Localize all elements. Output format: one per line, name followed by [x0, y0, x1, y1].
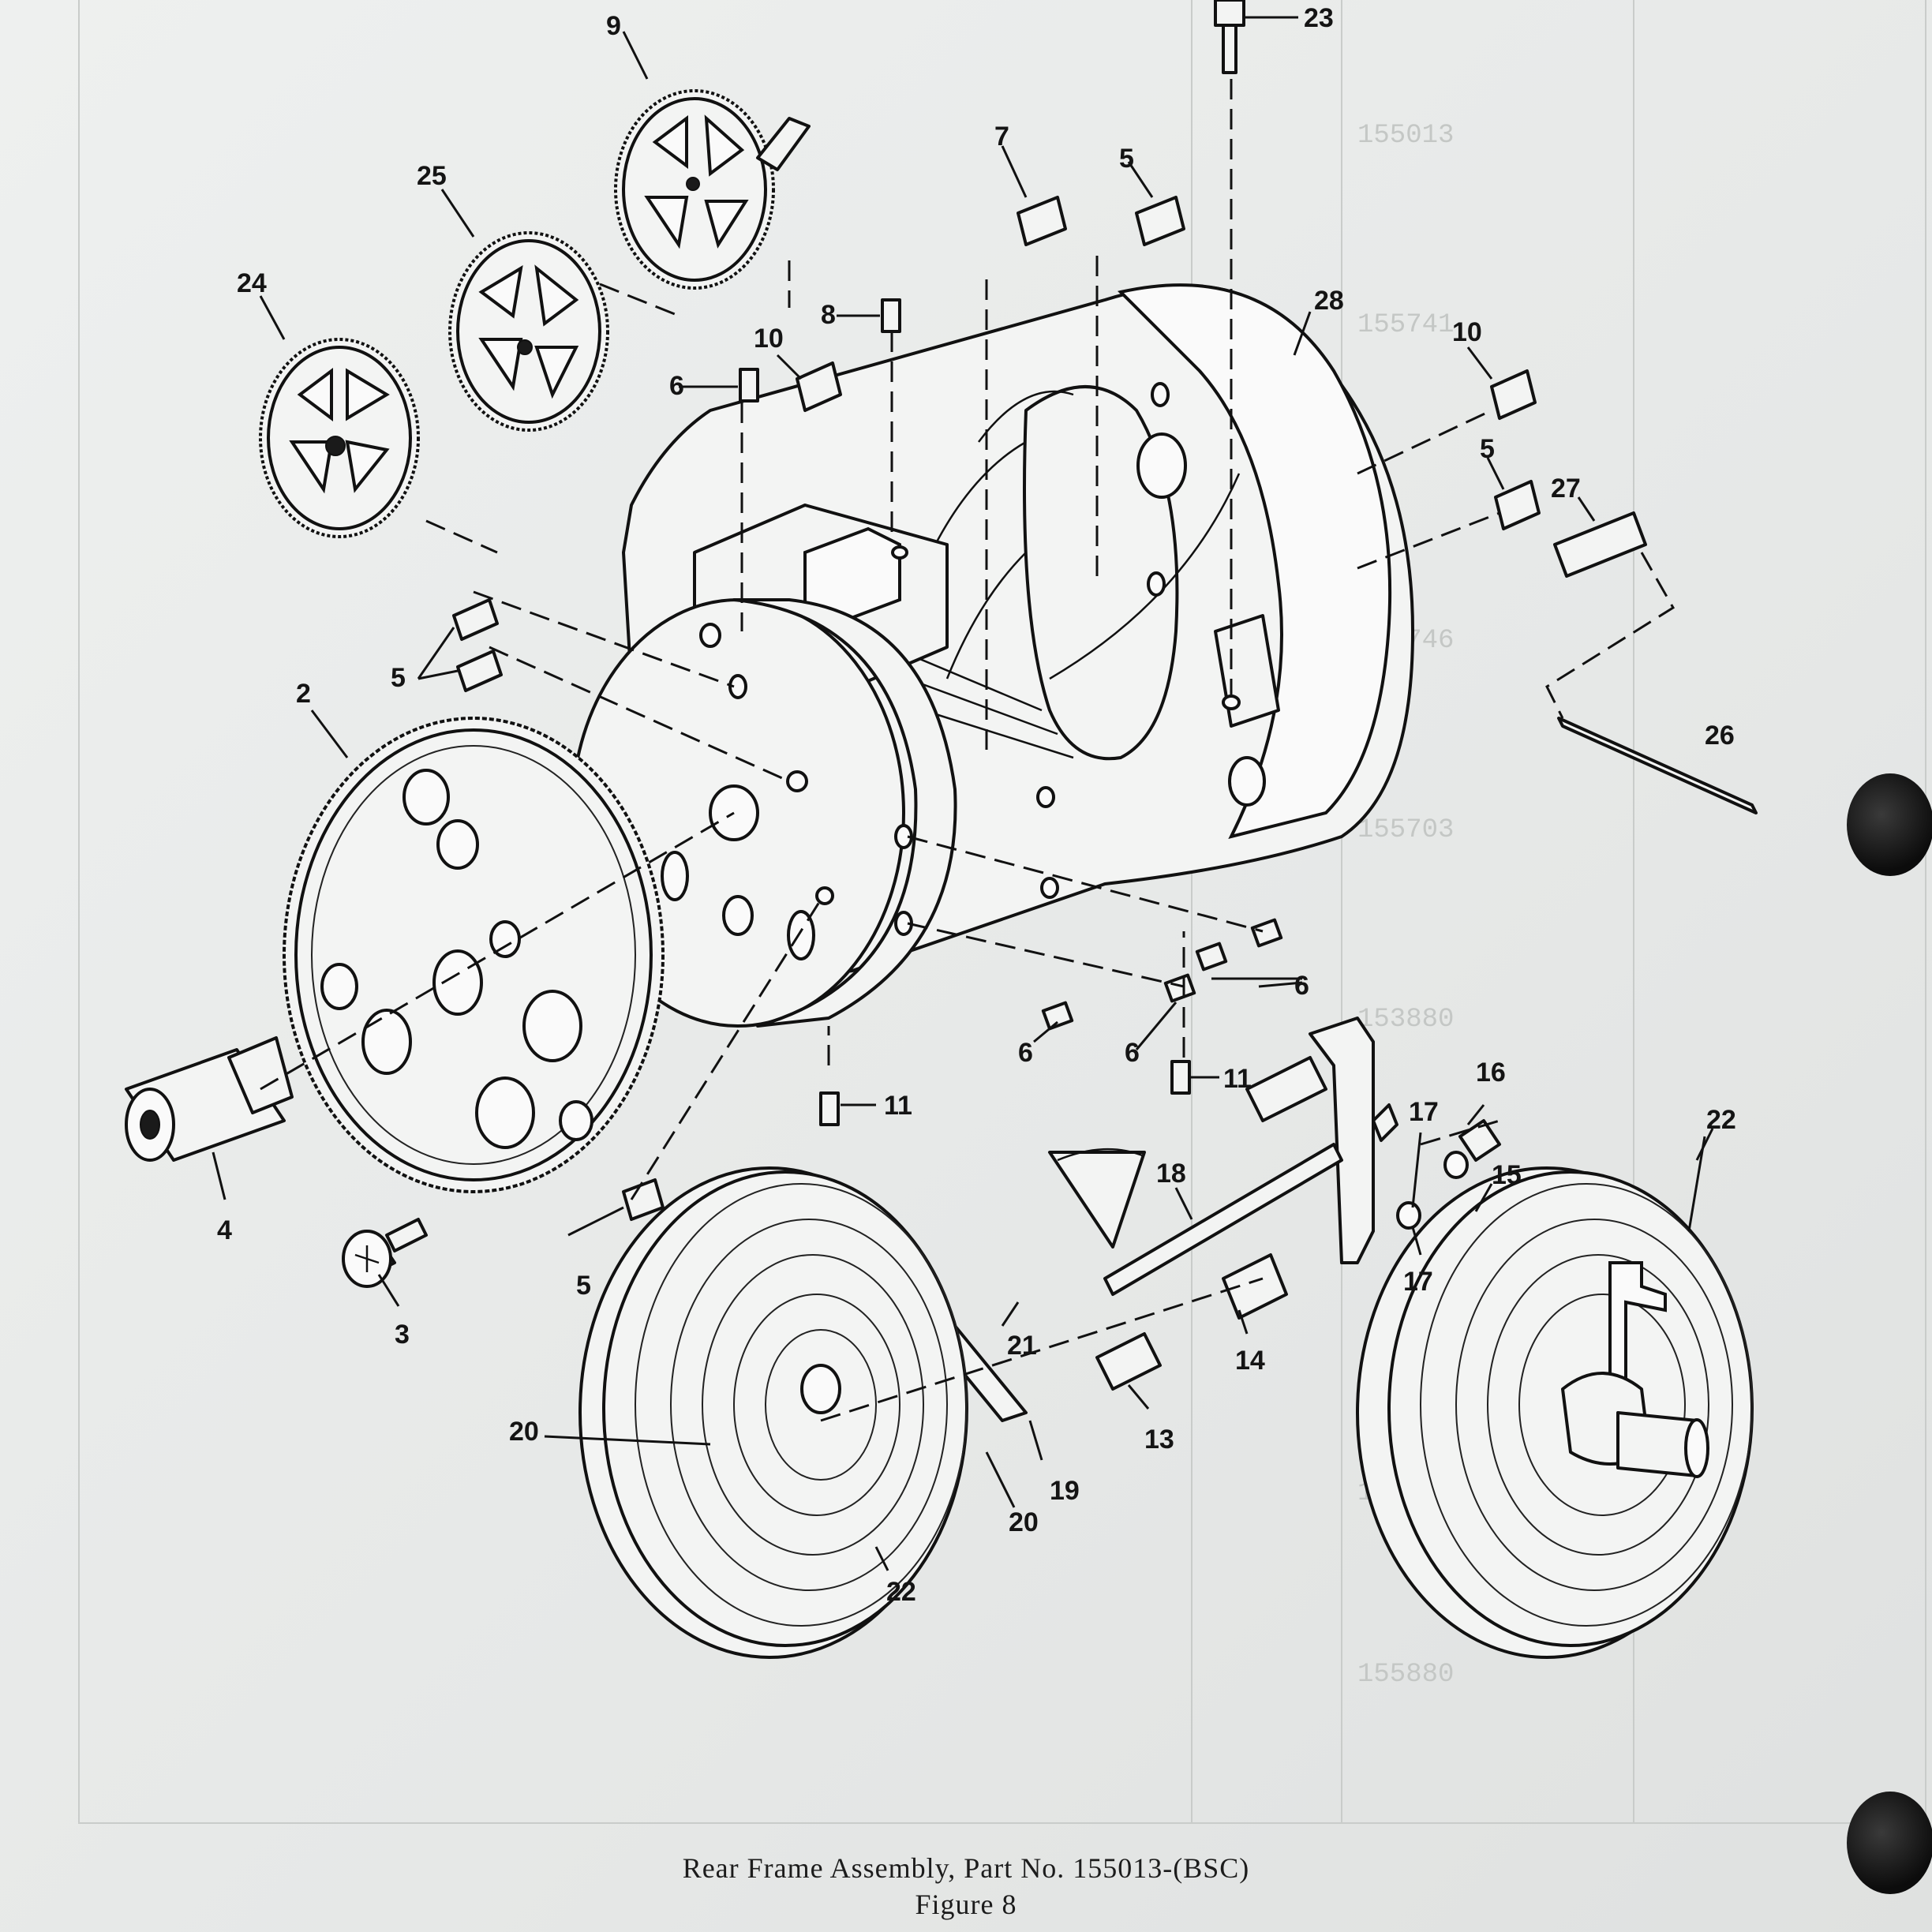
wheel-left-part-22	[578, 1166, 968, 1659]
callout-17-low: 17	[1403, 1267, 1433, 1297]
binder-hole-top	[1847, 773, 1932, 876]
callout-2: 2	[296, 679, 311, 709]
drive-gear-part-2	[283, 717, 665, 1193]
svg-text:155013: 155013	[1357, 121, 1454, 151]
callout-16: 16	[1476, 1058, 1506, 1088]
callout-15: 15	[1492, 1160, 1522, 1190]
callout-22-right: 22	[1706, 1105, 1736, 1135]
wheel-right-part-22	[1356, 1166, 1754, 1659]
figure-number: Figure 8	[915, 1889, 1017, 1920]
svg-text:153880: 153880	[1357, 1005, 1454, 1035]
callout-6-right: 6	[1294, 971, 1309, 1001]
callout-24: 24	[237, 268, 267, 298]
callout-19: 19	[1050, 1476, 1080, 1506]
callout-13: 13	[1144, 1425, 1174, 1455]
callout-labels: 9 23 25 7 5 24 8 10 28 10 6 5 27 5 2 26 …	[217, 3, 1736, 1607]
rear-frame-part-28	[571, 283, 1414, 1028]
callout-8: 8	[821, 300, 836, 330]
binder-hole-bottom	[1847, 1792, 1932, 1894]
gear-part-25	[448, 231, 609, 432]
callout-6-low: 6	[1018, 1038, 1033, 1068]
gear-part-24	[259, 338, 420, 538]
callout-5-right: 5	[1480, 434, 1495, 464]
rod-part-26	[1557, 717, 1758, 814]
coupling-part-4	[125, 1036, 294, 1162]
callout-17-top: 17	[1409, 1097, 1439, 1127]
callout-5-left: 5	[391, 663, 406, 693]
callout-28: 28	[1314, 286, 1344, 316]
svg-text:155703: 155703	[1357, 815, 1454, 845]
svg-text:155880: 155880	[1357, 1660, 1454, 1690]
callout-25: 25	[417, 161, 447, 191]
small-hardware	[452, 0, 1647, 1221]
callout-18: 18	[1156, 1159, 1186, 1189]
screw-part-3	[342, 1218, 428, 1288]
callout-11-right: 11	[1223, 1064, 1252, 1094]
figure-caption-title: Rear Frame Assembly, Part No. 155013-(BS…	[682, 1852, 1250, 1884]
gear-part-9	[614, 89, 811, 290]
callout-7: 7	[994, 122, 1009, 152]
callout-23: 23	[1304, 3, 1334, 33]
callout-5-low: 5	[576, 1271, 591, 1301]
callout-22-left: 22	[886, 1577, 916, 1607]
callout-20-left: 20	[509, 1417, 539, 1447]
callout-21: 21	[1007, 1331, 1037, 1361]
callout-10-right: 10	[1452, 317, 1482, 347]
callout-10-left: 10	[754, 324, 784, 354]
callout-6-top: 6	[669, 371, 684, 401]
leader-lines	[212, 16, 1714, 1571]
callout-4: 4	[217, 1215, 232, 1245]
callout-9: 9	[606, 11, 621, 41]
callout-3: 3	[395, 1320, 410, 1350]
callout-14: 14	[1235, 1346, 1265, 1376]
svg-text:155741: 155741	[1357, 310, 1454, 340]
callout-6-mid: 6	[1125, 1038, 1140, 1068]
callout-5-top: 5	[1119, 144, 1134, 174]
callout-27: 27	[1551, 474, 1581, 504]
callout-20-low: 20	[1009, 1507, 1039, 1537]
callout-11-left: 11	[884, 1091, 912, 1121]
callout-26: 26	[1705, 721, 1735, 751]
